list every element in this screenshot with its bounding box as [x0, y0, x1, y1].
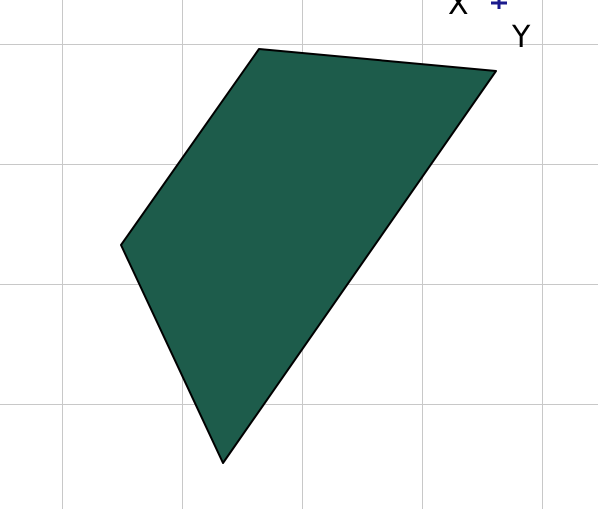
axis-indicator: X Y	[448, 0, 531, 55]
quadrilateral-shape	[120, 48, 497, 464]
x-axis-label: X	[448, 0, 469, 22]
y-axis-label: Y	[511, 20, 531, 55]
